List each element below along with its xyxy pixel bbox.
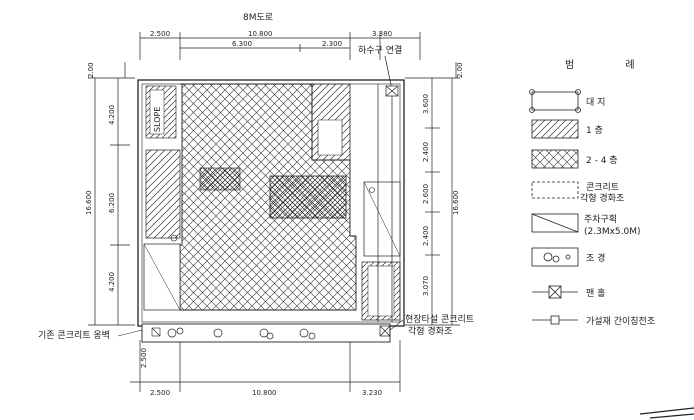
top-dim-sub1: 6.300 [232, 40, 252, 48]
manhole-south [379, 325, 391, 337]
legend-floor-2-4-label: 2 - 4 층 [586, 155, 618, 166]
legend-concrete-label-2: 각형 경화조 [580, 192, 624, 204]
legend-parking-label-1: 주차구획 [584, 213, 617, 225]
left-dim-d3: 4.200 [108, 272, 116, 292]
left-dim-bottom-small: 2.500 [140, 348, 148, 368]
legend-floor-1-label: 1 층 [586, 125, 603, 136]
right-dimension-lines [405, 62, 460, 326]
legend-site-boundary-label: 대 지 [586, 97, 605, 108]
cast-fence-note-line1: 현장타설 콘크리트 [405, 314, 474, 325]
legend-site-boundary-swatch [529, 89, 581, 113]
road-title: 8M도로 [243, 13, 273, 23]
left-dim-top-small: 2.00 [87, 62, 95, 78]
top-dim-sub2: 2.300 [322, 40, 342, 48]
bottom-dimension-lines [130, 340, 401, 392]
legend-temporary-label: 가설재 간이칭전조 [586, 316, 655, 327]
dense-block-small [199, 167, 241, 191]
top-dim-left: 2.500 [150, 30, 170, 38]
legend-landscape-label: 조 경 [586, 252, 605, 264]
slope-ramp [145, 85, 177, 139]
cast-fence-note-line2: 각형 경화조 [408, 325, 452, 337]
right-dim-d5: 3.070 [422, 276, 430, 296]
left-dim-total: 16.600 [85, 191, 93, 216]
bottom-dim-right: 3.230 [362, 389, 382, 397]
top-dimension-lines [139, 32, 421, 60]
left-dim-d1: 4.200 [108, 105, 116, 125]
cast-fence-leader [389, 319, 404, 331]
existing-fence-leader [117, 329, 143, 337]
legend-title: 범 례 [565, 59, 659, 71]
legend-concrete-swatch [531, 181, 579, 199]
landscape-strip [141, 323, 391, 343]
right-dim-d4: 2.400 [422, 226, 430, 246]
left-dimension-lines [88, 62, 135, 326]
sewer-connection-note: 하수구 연결 [358, 45, 402, 56]
legend-manhole-swatch [532, 285, 578, 299]
legend-floor-2-4-swatch [531, 149, 579, 169]
top-dim-total: 10.800 [248, 30, 273, 38]
legend-parking-label-2: (2.3Mx5.0M) [584, 227, 641, 237]
legend-landscape-swatch [531, 247, 579, 267]
building-floor-1-inner [317, 119, 343, 156]
legend-parking-swatch [531, 213, 579, 233]
right-dim-d2: 2.400 [422, 142, 430, 162]
legend-floor-1-swatch [531, 119, 579, 139]
bottom-dim-mid: 10.800 [252, 389, 277, 397]
east-service-strip [377, 84, 399, 322]
dense-block [269, 175, 347, 219]
right-dim-top-small: 2.00 [456, 62, 464, 78]
right-dim-total: 16.600 [452, 191, 460, 216]
bottom-dim-left: 2.500 [150, 389, 170, 397]
right-dim-d3: 2.600 [422, 184, 430, 204]
left-dim-d2: 6.200 [108, 193, 116, 213]
existing-fence-note: 기존 콘크리트 옹벽 [38, 330, 110, 341]
legend-temporary-swatch [532, 315, 578, 325]
parking-west [143, 149, 181, 311]
corner-mark [639, 407, 694, 419]
top-dim-right: 3.380 [372, 30, 392, 38]
sewer-leader-line [384, 55, 393, 91]
right-dim-d1: 3.600 [422, 94, 430, 114]
legend-manhole-label: 맨 홀 [586, 287, 605, 299]
parking-east [361, 181, 401, 321]
slope-label: SLOPE [153, 107, 162, 132]
legend-concrete-label-1: 콘크리트 [586, 182, 619, 193]
